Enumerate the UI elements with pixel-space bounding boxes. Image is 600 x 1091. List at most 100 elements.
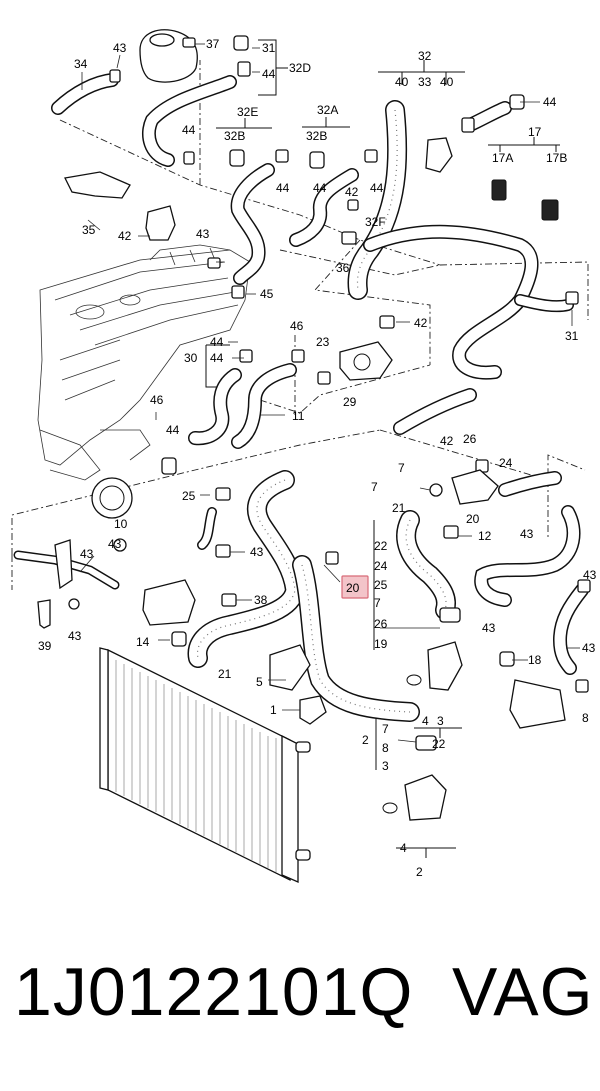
callout: 23 — [316, 335, 330, 349]
highlighted-callout: 20 — [341, 575, 369, 599]
connector-22 — [427, 641, 463, 691]
heat-exchanger-18 — [509, 679, 566, 729]
callout: 44 — [313, 181, 327, 195]
highlighted-callout-label: 20 — [346, 581, 360, 595]
callout: 46 — [150, 393, 164, 407]
callout: 44 — [166, 423, 180, 437]
callout: 10 — [114, 517, 128, 531]
callout: 3 — [382, 759, 389, 773]
callout: 24 — [499, 456, 513, 470]
callout: 39 — [38, 639, 52, 653]
callout: 34 — [74, 57, 88, 71]
expansion-tank — [139, 29, 198, 83]
callout: 5 — [256, 675, 263, 689]
sensor-17a — [491, 179, 507, 201]
group-label: 17A — [492, 151, 513, 165]
group-label: 32B — [306, 129, 327, 143]
callout: 18 — [528, 653, 542, 667]
callout: 26 — [374, 617, 388, 631]
parts — [37, 29, 591, 821]
callout: 46 — [290, 319, 304, 333]
callout: 42 — [440, 434, 454, 448]
leader-lines — [79, 43, 580, 743]
bracket-36 — [64, 171, 131, 199]
connector-2 — [404, 774, 447, 821]
callout: 45 — [260, 287, 274, 301]
callout: 22 — [374, 539, 388, 553]
callout-labels: 34 43 37 31 44 40 33 40 44 44 44 44 44 4… — [38, 37, 597, 855]
callout: 14 — [136, 635, 150, 649]
callout: 1 — [270, 703, 277, 717]
callout: 43 — [583, 568, 597, 582]
callout: 42 — [414, 316, 428, 330]
callout: 21 — [392, 501, 406, 515]
callout: 36 — [336, 261, 350, 275]
callout: 25 — [374, 578, 388, 592]
bolt-38 — [37, 599, 51, 629]
group-label: 22 — [432, 737, 446, 751]
callout: 25 — [182, 489, 196, 503]
connector-33 — [425, 137, 453, 173]
group-label: 32D — [289, 61, 311, 75]
group-brackets — [205, 39, 560, 858]
callout: 42 — [345, 185, 359, 199]
group-label: 32F — [365, 215, 386, 229]
radiator — [99, 647, 311, 883]
reservoir-43 — [142, 579, 196, 626]
callout: 44 — [262, 67, 276, 81]
callout: 44 — [543, 95, 557, 109]
part-number: 1J0122101Q — [14, 954, 414, 1030]
sensor-17b — [541, 199, 559, 221]
clip-5 — [299, 695, 327, 725]
callout: 31 — [262, 41, 276, 55]
group-label: 32E — [237, 105, 258, 119]
group-label: 32 — [418, 49, 432, 63]
callout: 42 — [118, 229, 132, 243]
callout: 7 — [382, 722, 389, 736]
callout: 7 — [374, 596, 381, 610]
callout: 37 — [206, 37, 220, 51]
callout: 2 — [362, 733, 369, 747]
callout: 38 — [254, 593, 268, 607]
callout: 44 — [182, 123, 196, 137]
radiator-fins — [115, 660, 277, 872]
callout: 43 — [520, 527, 534, 541]
callout: 8 — [382, 741, 389, 755]
callout: 4 — [400, 841, 407, 855]
callout: 11 — [292, 409, 305, 423]
callout: 43 — [250, 545, 264, 559]
callout: 44 — [210, 351, 224, 365]
pipe-bracket-10 — [54, 539, 73, 590]
group-label: 17B — [546, 151, 567, 165]
group-frames — [11, 60, 589, 590]
coolant-flange-23 — [339, 341, 393, 381]
callout: 26 — [463, 432, 477, 446]
callout: 20 — [466, 512, 480, 526]
cooling-system-exploded-diagram: 20 34 43 37 31 44 40 33 40 44 44 44 44 4… — [11, 29, 597, 883]
callout: 24 — [374, 559, 388, 573]
callout: 4 — [422, 714, 429, 728]
callout: 7 — [371, 480, 378, 494]
callout: 44 — [370, 181, 384, 195]
callout: 43 — [80, 547, 94, 561]
callout: 43 — [482, 621, 496, 635]
callout: 44 — [276, 181, 290, 195]
callout: 43 — [196, 227, 210, 241]
callout: 3 — [437, 714, 444, 728]
callout: 43 — [582, 641, 596, 655]
callout: 43 — [108, 537, 122, 551]
bracket-8 — [269, 644, 311, 691]
group-label: 32A — [317, 103, 338, 117]
callout: 8 — [582, 711, 589, 725]
callout: 40 — [440, 75, 454, 89]
group-label: 30 — [184, 351, 198, 365]
callout: 29 — [343, 395, 357, 409]
callout: 43 — [113, 41, 127, 55]
callout: 33 — [418, 75, 432, 89]
callout: 31 — [565, 329, 579, 343]
group-label-list: 32 32D 32E 32A 32B 32B 32F 17 17A 17B 30… — [184, 49, 567, 879]
callout: 7 — [398, 461, 405, 475]
callout: 40 — [395, 75, 409, 89]
group-label: 17 — [528, 125, 542, 139]
callout: 19 — [374, 637, 388, 651]
